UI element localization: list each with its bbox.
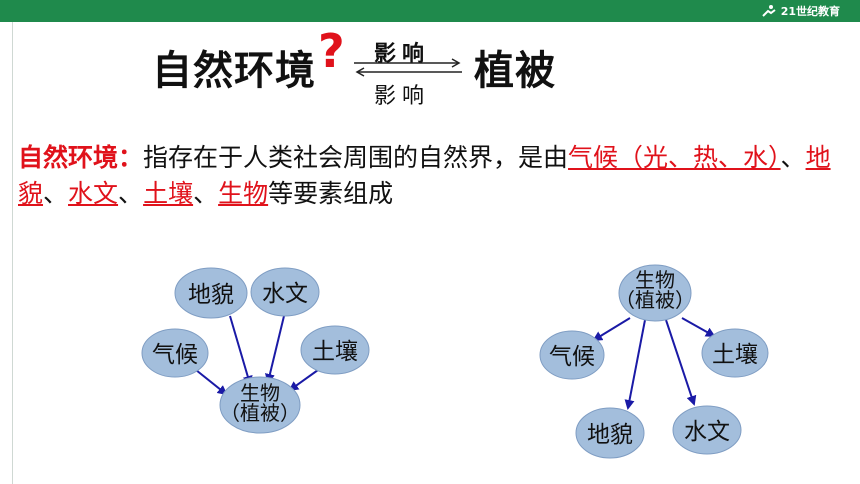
node-climate-label: 气候 [152, 342, 198, 368]
node-hydrology-label: 水文 [684, 419, 730, 445]
right-diagram: 生物 （植被） 气候 土壤 地貌 水文 [539, 264, 769, 459]
element-soil: 土壤 [143, 179, 194, 208]
element-biology: 生物 [218, 179, 269, 208]
node-landform-label: 地貌 [587, 422, 633, 448]
separator: 、 [193, 179, 219, 208]
node-biology-label-2: （植被） [220, 401, 300, 425]
double-arrow-icon [354, 58, 462, 77]
title-vegetation: 植被 [474, 48, 556, 94]
element-climate: 气候（光、热、水） [568, 143, 781, 172]
definition-text-2: 等要素组成 [268, 179, 394, 208]
arrow-label-bottom: 影响 [374, 84, 431, 109]
arrow-landform-to-biology [229, 315, 253, 386]
node-hydrology [250, 267, 320, 317]
arrow-soil-to-biology [288, 369, 319, 392]
arrow-biology-to-hydrology [665, 319, 697, 406]
brand-logo: 21世纪教育 [760, 3, 840, 19]
node-hydrology [672, 405, 742, 455]
node-landform [575, 407, 645, 459]
node-climate-label: 气候 [549, 344, 595, 370]
arrow-biology-to-soil [681, 317, 716, 337]
node-soil [300, 325, 370, 375]
left-diagram: 地貌 水文 气候 土壤 生物 （植被） [141, 267, 370, 434]
separator: 、 [43, 179, 69, 208]
separator: 、 [780, 143, 806, 172]
node-biology [219, 376, 301, 434]
node-biology-label-1: 生物 [240, 381, 280, 405]
runner-icon [761, 5, 776, 17]
definition-paragraph: 自然环境：指存在于人类社会周围的自然界，是由气候（光、热、水）、地貌、水文、土壤… [18, 140, 858, 212]
title-natural-environment: 自然环境 [152, 48, 316, 94]
arrow-climate-to-biology [195, 369, 228, 396]
question-mark: ? [318, 24, 345, 78]
node-biology-label-2: （植被） [615, 288, 695, 312]
definition-term: 自然环境： [18, 143, 144, 172]
node-soil [701, 328, 769, 378]
node-landform [174, 267, 248, 319]
arrow-biology-to-climate [592, 317, 631, 342]
node-soil-label: 土壤 [712, 342, 758, 368]
element-hydrology: 水文 [68, 179, 119, 208]
arrow-biology-to-landform [624, 319, 646, 410]
node-landform-label: 地貌 [188, 282, 234, 308]
definition-text-1: 指存在于人类社会周围的自然界，是由 [143, 143, 569, 172]
left-divider [12, 22, 13, 484]
node-biology-label-1: 生物 [635, 268, 675, 292]
node-soil-label: 土壤 [312, 339, 358, 365]
top-bar [0, 0, 860, 22]
arrow-hydrology-to-biology [265, 315, 285, 384]
logo-text: 21世纪教育 [780, 5, 840, 18]
element-landform: 地貌 [18, 143, 831, 208]
node-biology [618, 264, 692, 322]
separator: 、 [118, 179, 144, 208]
node-climate [539, 330, 605, 380]
node-climate [141, 328, 209, 378]
node-hydrology-label: 水文 [262, 281, 308, 307]
